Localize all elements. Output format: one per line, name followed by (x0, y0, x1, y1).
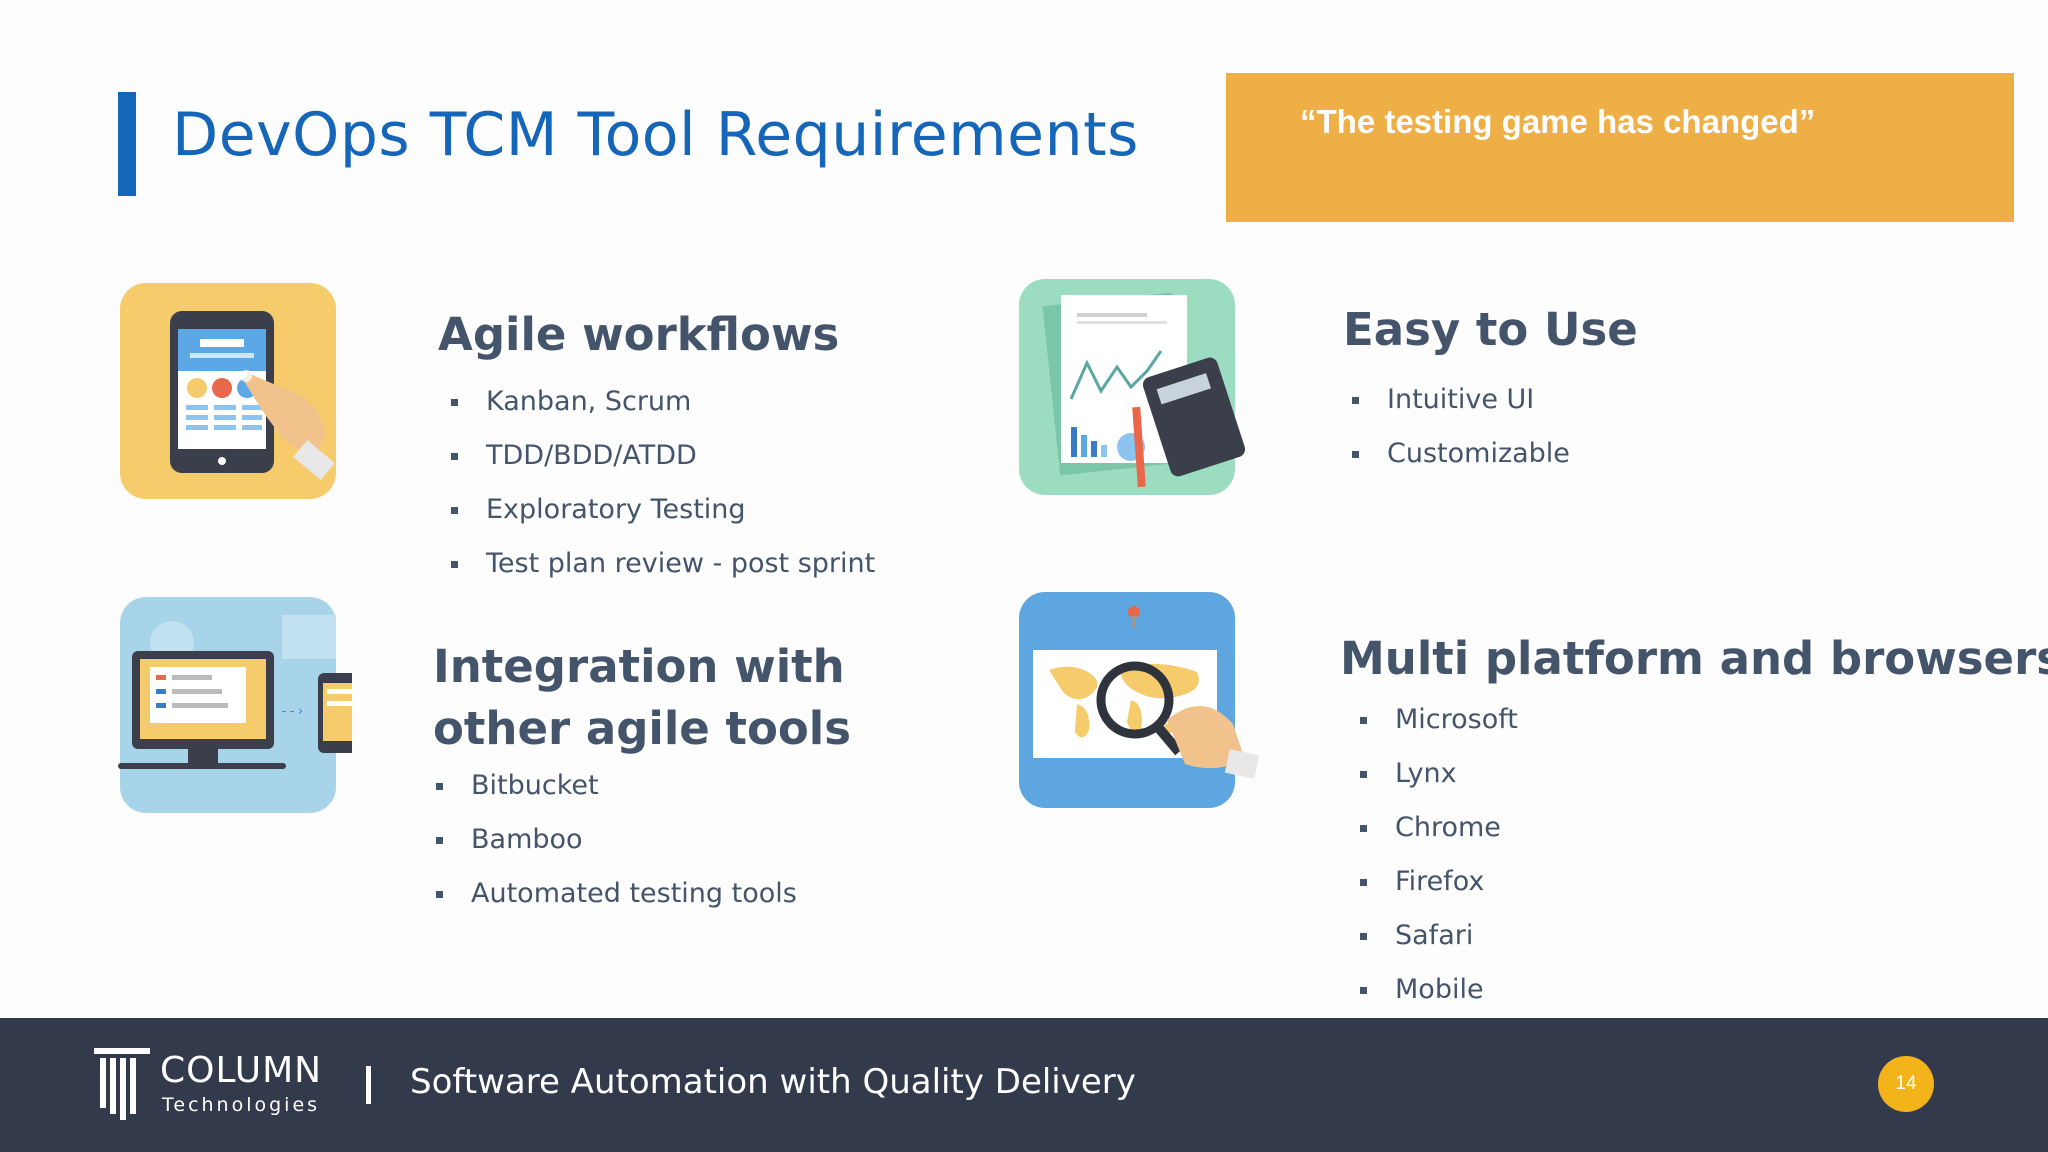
bullet-square-icon (436, 837, 443, 844)
bullet-square-icon (1352, 451, 1359, 458)
list-item: Chrome (1360, 801, 1518, 855)
bullet-square-icon (451, 507, 458, 514)
bullet-square-icon (436, 891, 443, 898)
bullet-square-icon (1360, 771, 1367, 778)
logo-wordmark: COLUMN (160, 1050, 323, 1091)
list-item: Lynx (1360, 747, 1518, 801)
list-item: Bamboo (436, 813, 797, 867)
multi-bullet-list: Microsoft Lynx Chrome Firefox Safari Mob… (1360, 693, 1518, 1017)
bullet-square-icon (1360, 987, 1367, 994)
devices-sync-icon: - - › (118, 597, 352, 813)
list-item: Intuitive UI (1352, 373, 1570, 427)
agile-bullet-list: Kanban, Scrum TDD/BDD/ATDD Exploratory T… (451, 375, 875, 591)
list-item: Exploratory Testing (451, 483, 875, 537)
bullet-square-icon (436, 783, 443, 790)
world-map-magnifier-icon (1019, 592, 1260, 808)
tablet-touch-icon (120, 283, 336, 499)
agile-heading: Agile workflows (438, 308, 840, 361)
bullet-square-icon (1360, 933, 1367, 940)
title-accent-bar (118, 92, 136, 196)
list-item: Safari (1360, 909, 1518, 963)
list-item: Test plan review - post sprint (451, 537, 875, 591)
list-item: Customizable (1352, 427, 1570, 481)
easy-heading: Easy to Use (1343, 303, 1638, 356)
list-item: TDD/BDD/ATDD (451, 429, 875, 483)
logo-subtitle: Technologies (162, 1094, 321, 1116)
integration-bullet-list: Bitbucket Bamboo Automated testing tools (436, 759, 797, 921)
list-item: Kanban, Scrum (451, 375, 875, 429)
slide-title: DevOps TCM Tool Requirements (172, 100, 1139, 170)
quote-text: “The testing game has changed” (1300, 103, 1816, 140)
bullet-square-icon (451, 453, 458, 460)
column-logo-icon (94, 1048, 150, 1120)
list-item: Automated testing tools (436, 867, 797, 921)
svg-text:- - ›: - - › (282, 704, 303, 718)
list-item: Microsoft (1360, 693, 1518, 747)
easy-bullet-list: Intuitive UI Customizable (1352, 373, 1570, 481)
footer-tagline: Software Automation with Quality Deliver… (410, 1062, 1136, 1102)
charts-calculator-icon (1019, 279, 1246, 495)
company-logo: COLUMN Technologies (92, 1042, 332, 1132)
quote-box: “The testing game has changed” (1226, 73, 2014, 222)
footer-bar: COLUMN Technologies Software Automation … (0, 1018, 2048, 1152)
bullet-square-icon (1360, 717, 1367, 724)
bullet-square-icon (1360, 825, 1367, 832)
bullet-square-icon (1352, 397, 1359, 404)
bullet-square-icon (451, 561, 458, 568)
list-item: Firefox (1360, 855, 1518, 909)
multi-heading: Multi platform and browsers (1340, 632, 2048, 685)
list-item: Mobile (1360, 963, 1518, 1017)
footer-divider (366, 1066, 371, 1104)
list-item: Bitbucket (436, 759, 797, 813)
bullet-square-icon (1360, 879, 1367, 886)
bullet-square-icon (451, 399, 458, 406)
integration-heading-line2: other agile tools (433, 702, 852, 755)
integration-heading-line1: Integration with (433, 640, 845, 693)
page-number-badge: 14 (1878, 1056, 1934, 1112)
